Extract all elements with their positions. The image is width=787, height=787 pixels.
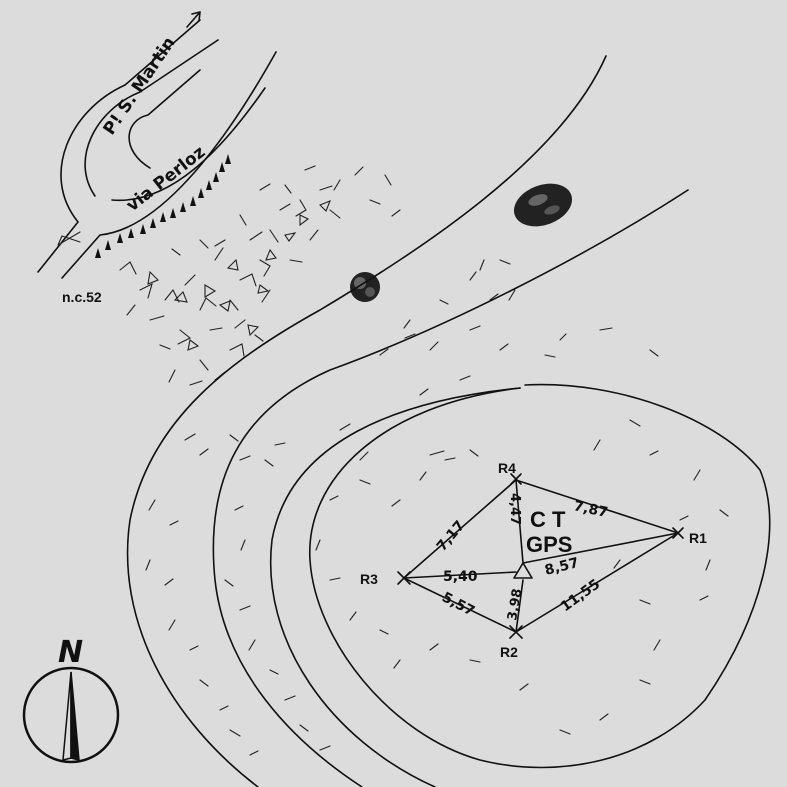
- street-label-via: via Perloz: [123, 142, 210, 216]
- distance-r3-r2: 5,57: [439, 589, 477, 619]
- point-marker-r4: [510, 473, 522, 485]
- north-arrow-icon: [22, 666, 120, 764]
- line-r4-r1: [515, 479, 679, 534]
- point-label-r2: R2: [500, 644, 518, 660]
- line-r4-r3: [403, 479, 517, 579]
- line-ct-r1: [522, 532, 679, 564]
- point-marker-r2: [509, 625, 523, 639]
- arrow-icon: [186, 11, 201, 28]
- hairpin-road: [37, 19, 277, 279]
- point-marker-r1: [672, 527, 684, 539]
- roadside-trees: [95, 154, 231, 258]
- point-label-r1: R1: [689, 530, 707, 546]
- terrain-contours: [126, 55, 771, 787]
- point-label-r3: R3: [360, 571, 378, 587]
- line-r2-ct: [515, 579, 524, 633]
- station-label-ct: C T: [530, 507, 566, 532]
- bush-large: [513, 183, 573, 227]
- station-label-gps: GPS: [526, 532, 572, 557]
- distance-r4-r3: 7,17: [434, 518, 468, 555]
- distance-r4-r1: 7,87: [572, 498, 609, 521]
- point-label-r4: R4: [498, 460, 516, 476]
- north-label: N: [58, 635, 83, 670]
- distance-r3-ct: 5,40: [443, 569, 478, 585]
- line-r4-ct: [515, 479, 524, 564]
- distance-r4-ct: 4,47: [507, 493, 522, 525]
- survey-network: [403, 479, 679, 633]
- vegetation-patch: [119, 165, 401, 386]
- bush-small: [350, 272, 380, 302]
- distance-r2-ct: 3,98: [505, 587, 525, 621]
- street-label-piazza: P! S. Martin: [100, 33, 180, 138]
- house-number-label: n.c.52: [62, 289, 102, 305]
- line-r2-r1: [515, 532, 679, 633]
- line-r3-r2: [403, 577, 517, 633]
- point-marker-r3: [397, 571, 411, 585]
- distance-r2-r1: 11,55: [558, 576, 603, 615]
- line-r3-ct: [403, 571, 517, 579]
- gps-station-triangle: [513, 562, 533, 579]
- grass-hatching: [145, 259, 729, 756]
